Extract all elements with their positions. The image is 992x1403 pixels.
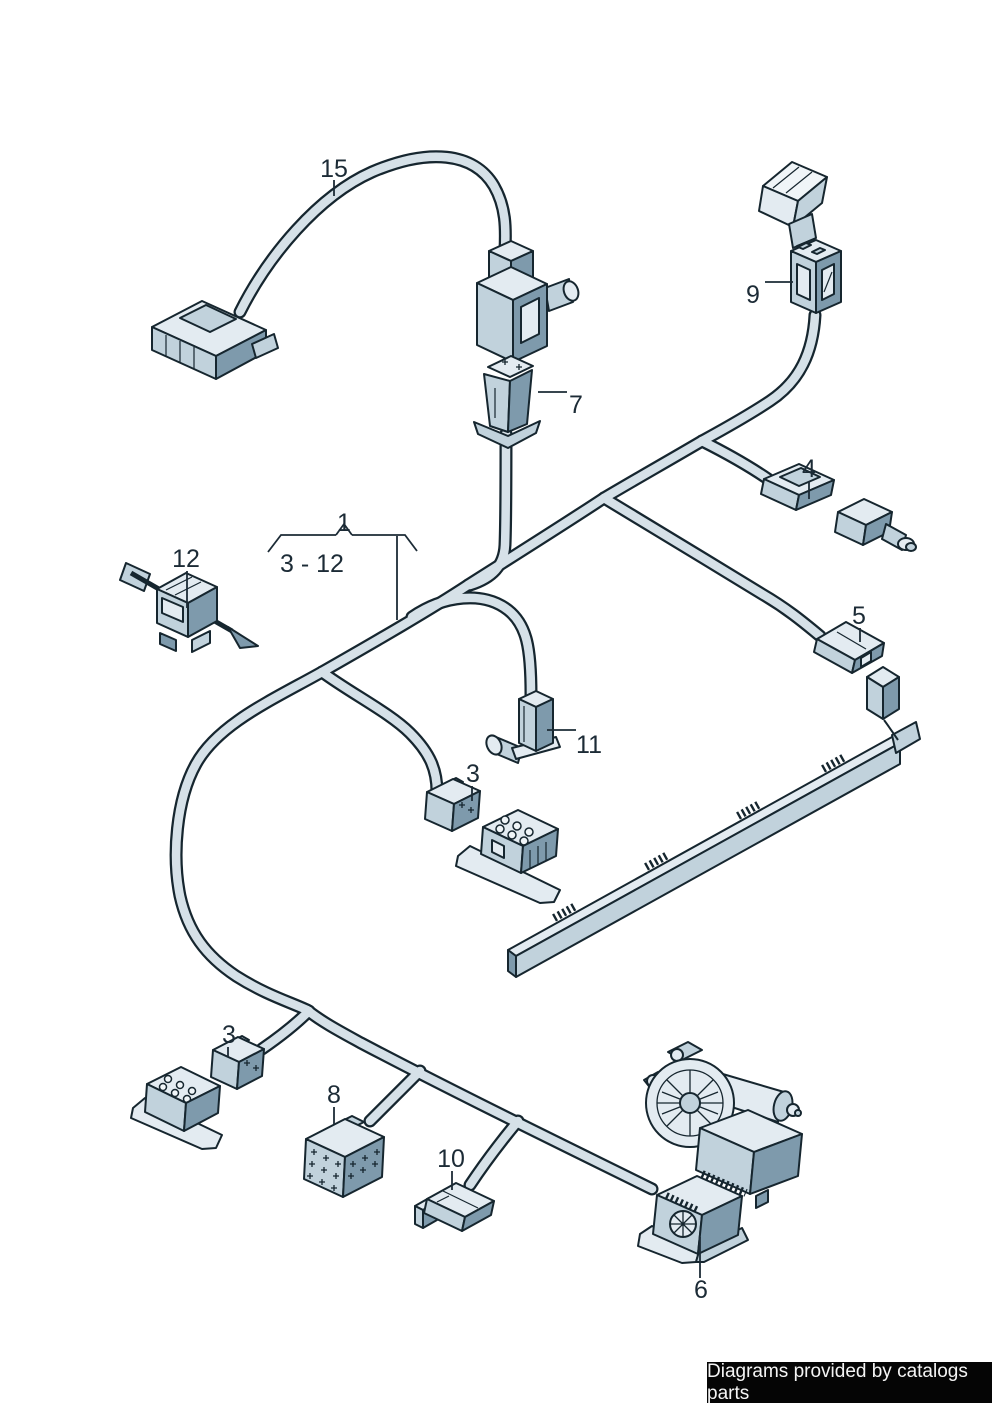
- door-rail: [507, 719, 921, 978]
- part-4-connector: [760, 463, 835, 511]
- callout-4: 4: [802, 455, 816, 483]
- part-3-connector-bottom: [210, 1035, 265, 1090]
- window-switch-rocker: [758, 161, 828, 263]
- callout-9: 9: [746, 281, 760, 309]
- callout-7: 7: [569, 391, 583, 419]
- part-15-connector-left: [151, 300, 279, 380]
- part-10-connector: [414, 1182, 495, 1232]
- part-15-connector-right: [476, 240, 580, 363]
- part-9-connector: [790, 239, 842, 314]
- part-8-connector: [303, 1115, 385, 1198]
- part-3-receptacle-bottom: [130, 1066, 223, 1150]
- rail-feed-box: [866, 666, 900, 720]
- rail-feed-wire: [883, 719, 899, 741]
- part-3-receptacle-mid: [455, 809, 561, 904]
- callout-10: 10: [437, 1145, 465, 1173]
- part-6-connector: [637, 1175, 749, 1264]
- callout-5: 5: [852, 602, 866, 630]
- callout-11: 11: [576, 731, 602, 759]
- callout-6: 6: [694, 1276, 708, 1304]
- callout-15: 15: [320, 155, 348, 183]
- callout-3-bottom: 3: [222, 1021, 236, 1049]
- callout-12: 12: [172, 545, 200, 573]
- part-11-connector: [485, 690, 561, 764]
- callout-8: 8: [327, 1081, 341, 1109]
- callout-leaders: [186, 180, 861, 1278]
- part-6-fan-detail: [670, 1211, 696, 1237]
- callout-labels: 15 9 7 4 12 1 3 - 12 5 11 3 3 8 10 6: [172, 155, 866, 1304]
- footer-bar: Diagrams provided by catalogs parts: [707, 1360, 992, 1403]
- footer-text: Diagrams provided by catalogs parts: [707, 1360, 968, 1403]
- part-12-clip: [119, 562, 259, 653]
- callout-1: 1: [337, 509, 351, 537]
- callout-3-mid: 3: [466, 760, 480, 788]
- window-motor: [643, 1041, 803, 1209]
- bulb-holder: [834, 498, 917, 552]
- group-bracket: [267, 522, 418, 620]
- part-5-connector: [813, 621, 885, 674]
- callout-range: 3 - 12: [280, 550, 344, 578]
- part-7-connector: [473, 355, 541, 449]
